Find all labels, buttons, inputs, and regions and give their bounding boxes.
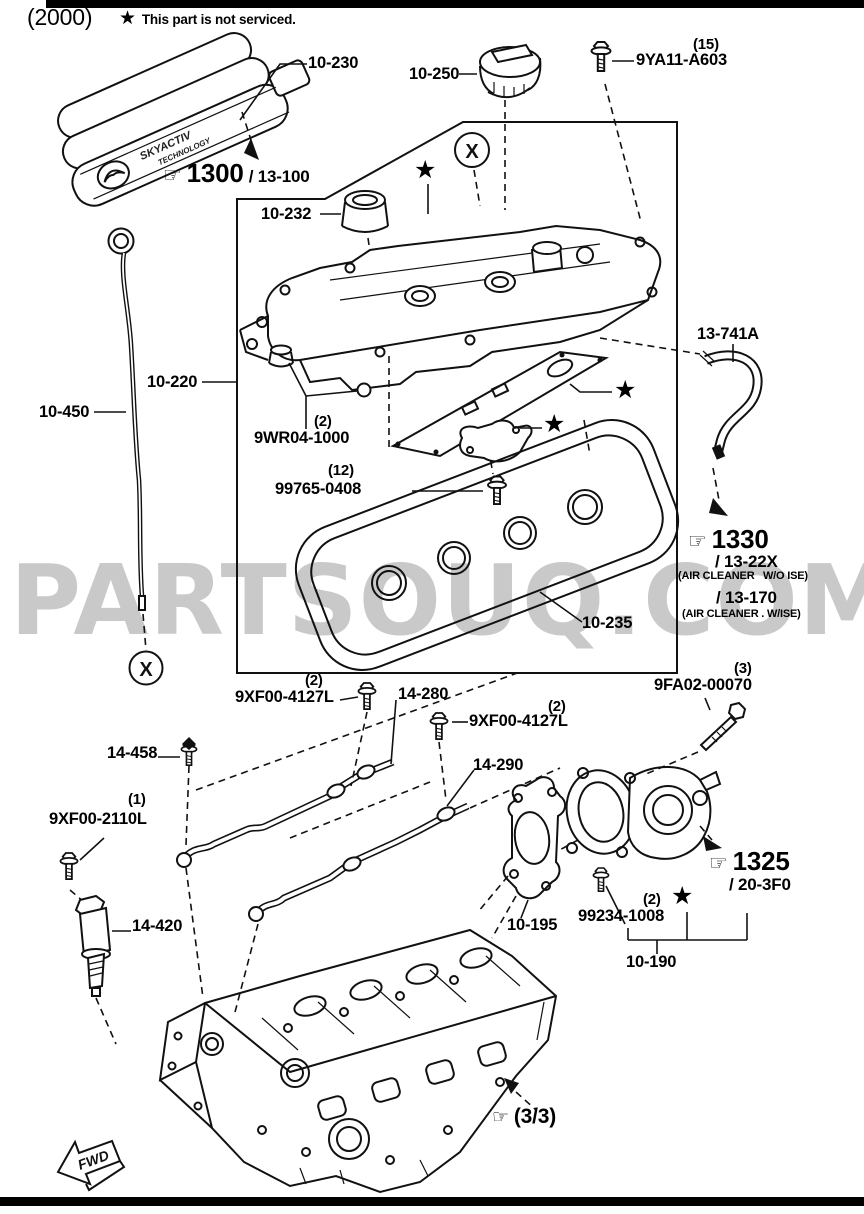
bolt-9fa02-00070 [645,697,747,775]
part-label-10-195[interactable]: 10-195 [507,916,558,934]
part-label-10-190[interactable]: 10-190 [626,953,677,971]
grommet-10-232 [320,190,389,281]
star-icon-cover: ★ [414,155,437,184]
arrowhead-1300 [244,138,259,160]
part-label-14-420[interactable]: 14-420 [132,917,183,935]
qty-99765: (12) [328,462,354,479]
svg-text:X: X [465,141,479,163]
part-label-9wr04-1000[interactable]: 9WR04-1000 [254,429,350,447]
ref-label-13-100[interactable]: / 13-100 [248,167,310,186]
qty-9xf00-2110l: (1) [128,791,146,808]
ref-label-13-170[interactable]: / 13-170 [716,588,777,607]
ref-label-1325[interactable]: 1325 [732,846,790,876]
x-mark-dipstick: X [128,650,164,686]
valve-cover-drawing [202,224,662,392]
part-label-14-290[interactable]: 14-290 [473,756,524,774]
part-label-10-220[interactable]: 10-220 [147,373,198,391]
watermark: PARTSOUQ.COM [10,544,864,657]
star-icon-baffle-2: ★ [543,409,566,438]
oil-control-valve-14-420 [74,894,131,1045]
grommets-9wr04 [268,344,372,429]
hose-13-741a [599,337,763,516]
ref-label-3-3[interactable]: (3/3) [513,1105,557,1128]
part-label-9xf00-4127l-b[interactable]: 9XF00-4127L [469,712,568,730]
bottom-border-bar [0,1197,864,1206]
qty-9fa02: (3) [734,660,752,677]
hand-icon-1325: ☞ [709,851,728,875]
oil-pipe-14-290 [248,769,475,922]
bolt-9xf00-4127l-a [339,682,377,787]
bolt-99234-1008 [592,867,626,925]
gasket-10-235 [294,419,680,671]
leader-3-3-dash [515,1091,537,1111]
header-star-icon: ★ [119,7,136,29]
throttle-body-drawing [565,766,722,860]
part-label-10-450[interactable]: 10-450 [39,403,90,421]
qty-9ya11: (15) [693,36,719,53]
cylinder-head-drawing [158,867,558,1194]
star-icon-baffle-1: ★ [614,375,637,404]
qty-9xf00-b: (2) [548,698,566,715]
part-label-9xf00-2110l[interactable]: 9XF00-2110L [49,810,147,828]
header-note: This part is not serviced. [141,12,296,27]
part-label-14-458[interactable]: 14-458 [107,744,158,762]
top-border-bar [46,0,864,8]
ref-label-1300[interactable]: 1300 [186,158,244,188]
dipstick-drawing [94,227,147,651]
fwd-arrow: FWD [56,1139,126,1192]
bolt-9ya11-a603 [590,41,642,223]
bracket-10-190 [627,912,748,954]
part-label-13-741a[interactable]: 13-741A [697,325,759,343]
svg-text:X: X [139,659,153,681]
arrowhead-1325 [703,836,722,851]
qty-9xf00-a: (2) [305,672,323,689]
header-model-code: (2000) [27,4,93,30]
hand-icon-1330: ☞ [688,529,707,553]
engine-cover-drawing: SKYACTIV TECHNOLOGY [57,32,311,207]
oil-pipe-14-280 [176,699,397,868]
ref-label-13-22x[interactable]: / 13-22X [715,552,778,571]
part-label-99765-0408[interactable]: 99765-0408 [275,480,362,498]
detail-box-frame [236,121,678,674]
baffle-plate-drawing [390,350,612,463]
stud-14-458 [158,737,198,846]
part-label-9ya11-a603[interactable]: 9YA11-A603 [636,51,727,69]
part-label-9fa02-00070[interactable]: 9FA02-00070 [654,676,752,694]
part-label-10-250[interactable]: 10-250 [409,65,460,83]
note-air-cleaner-wo-ise: (AIR CLEANER W/O ISE) [678,570,808,582]
note-air-cleaner-w-ise: (AIR CLEANER . W/ISE) [682,608,801,620]
hand-icon-3-3: ☞ [492,1106,509,1128]
leader-1325-dash [699,825,713,841]
part-label-9xf00-4127l-a[interactable]: 9XF00-4127L [235,688,334,706]
part-label-14-280[interactable]: 14-280 [398,685,449,703]
alignment-line-b [289,781,431,839]
qty-9wr04: (2) [314,413,332,430]
alignment-line-a [195,671,521,791]
gasket-10-195 [477,776,579,919]
part-label-10-235[interactable]: 10-235 [582,614,633,632]
part-label-10-230[interactable]: 10-230 [308,54,359,72]
arrowhead-3-3 [504,1078,519,1094]
arrowhead-1330 [709,498,728,516]
x-mark-box: X [454,132,490,207]
bolt-9xf00-4127l-b [429,712,468,801]
ref-label-20-3f0[interactable]: / 20-3F0 [729,875,791,894]
part-label-99234-1008[interactable]: 99234-1008 [578,907,665,925]
oil-cap-drawing [459,43,542,210]
qty-99234: (2) [643,891,661,908]
hand-icon-1300: ☞ [163,163,182,187]
bolt-9xf00-2110l [59,837,105,903]
star-icon-throttle: ★ [671,881,694,910]
part-label-10-232[interactable]: 10-232 [261,205,312,223]
ref-label-1330[interactable]: 1330 [711,524,769,554]
